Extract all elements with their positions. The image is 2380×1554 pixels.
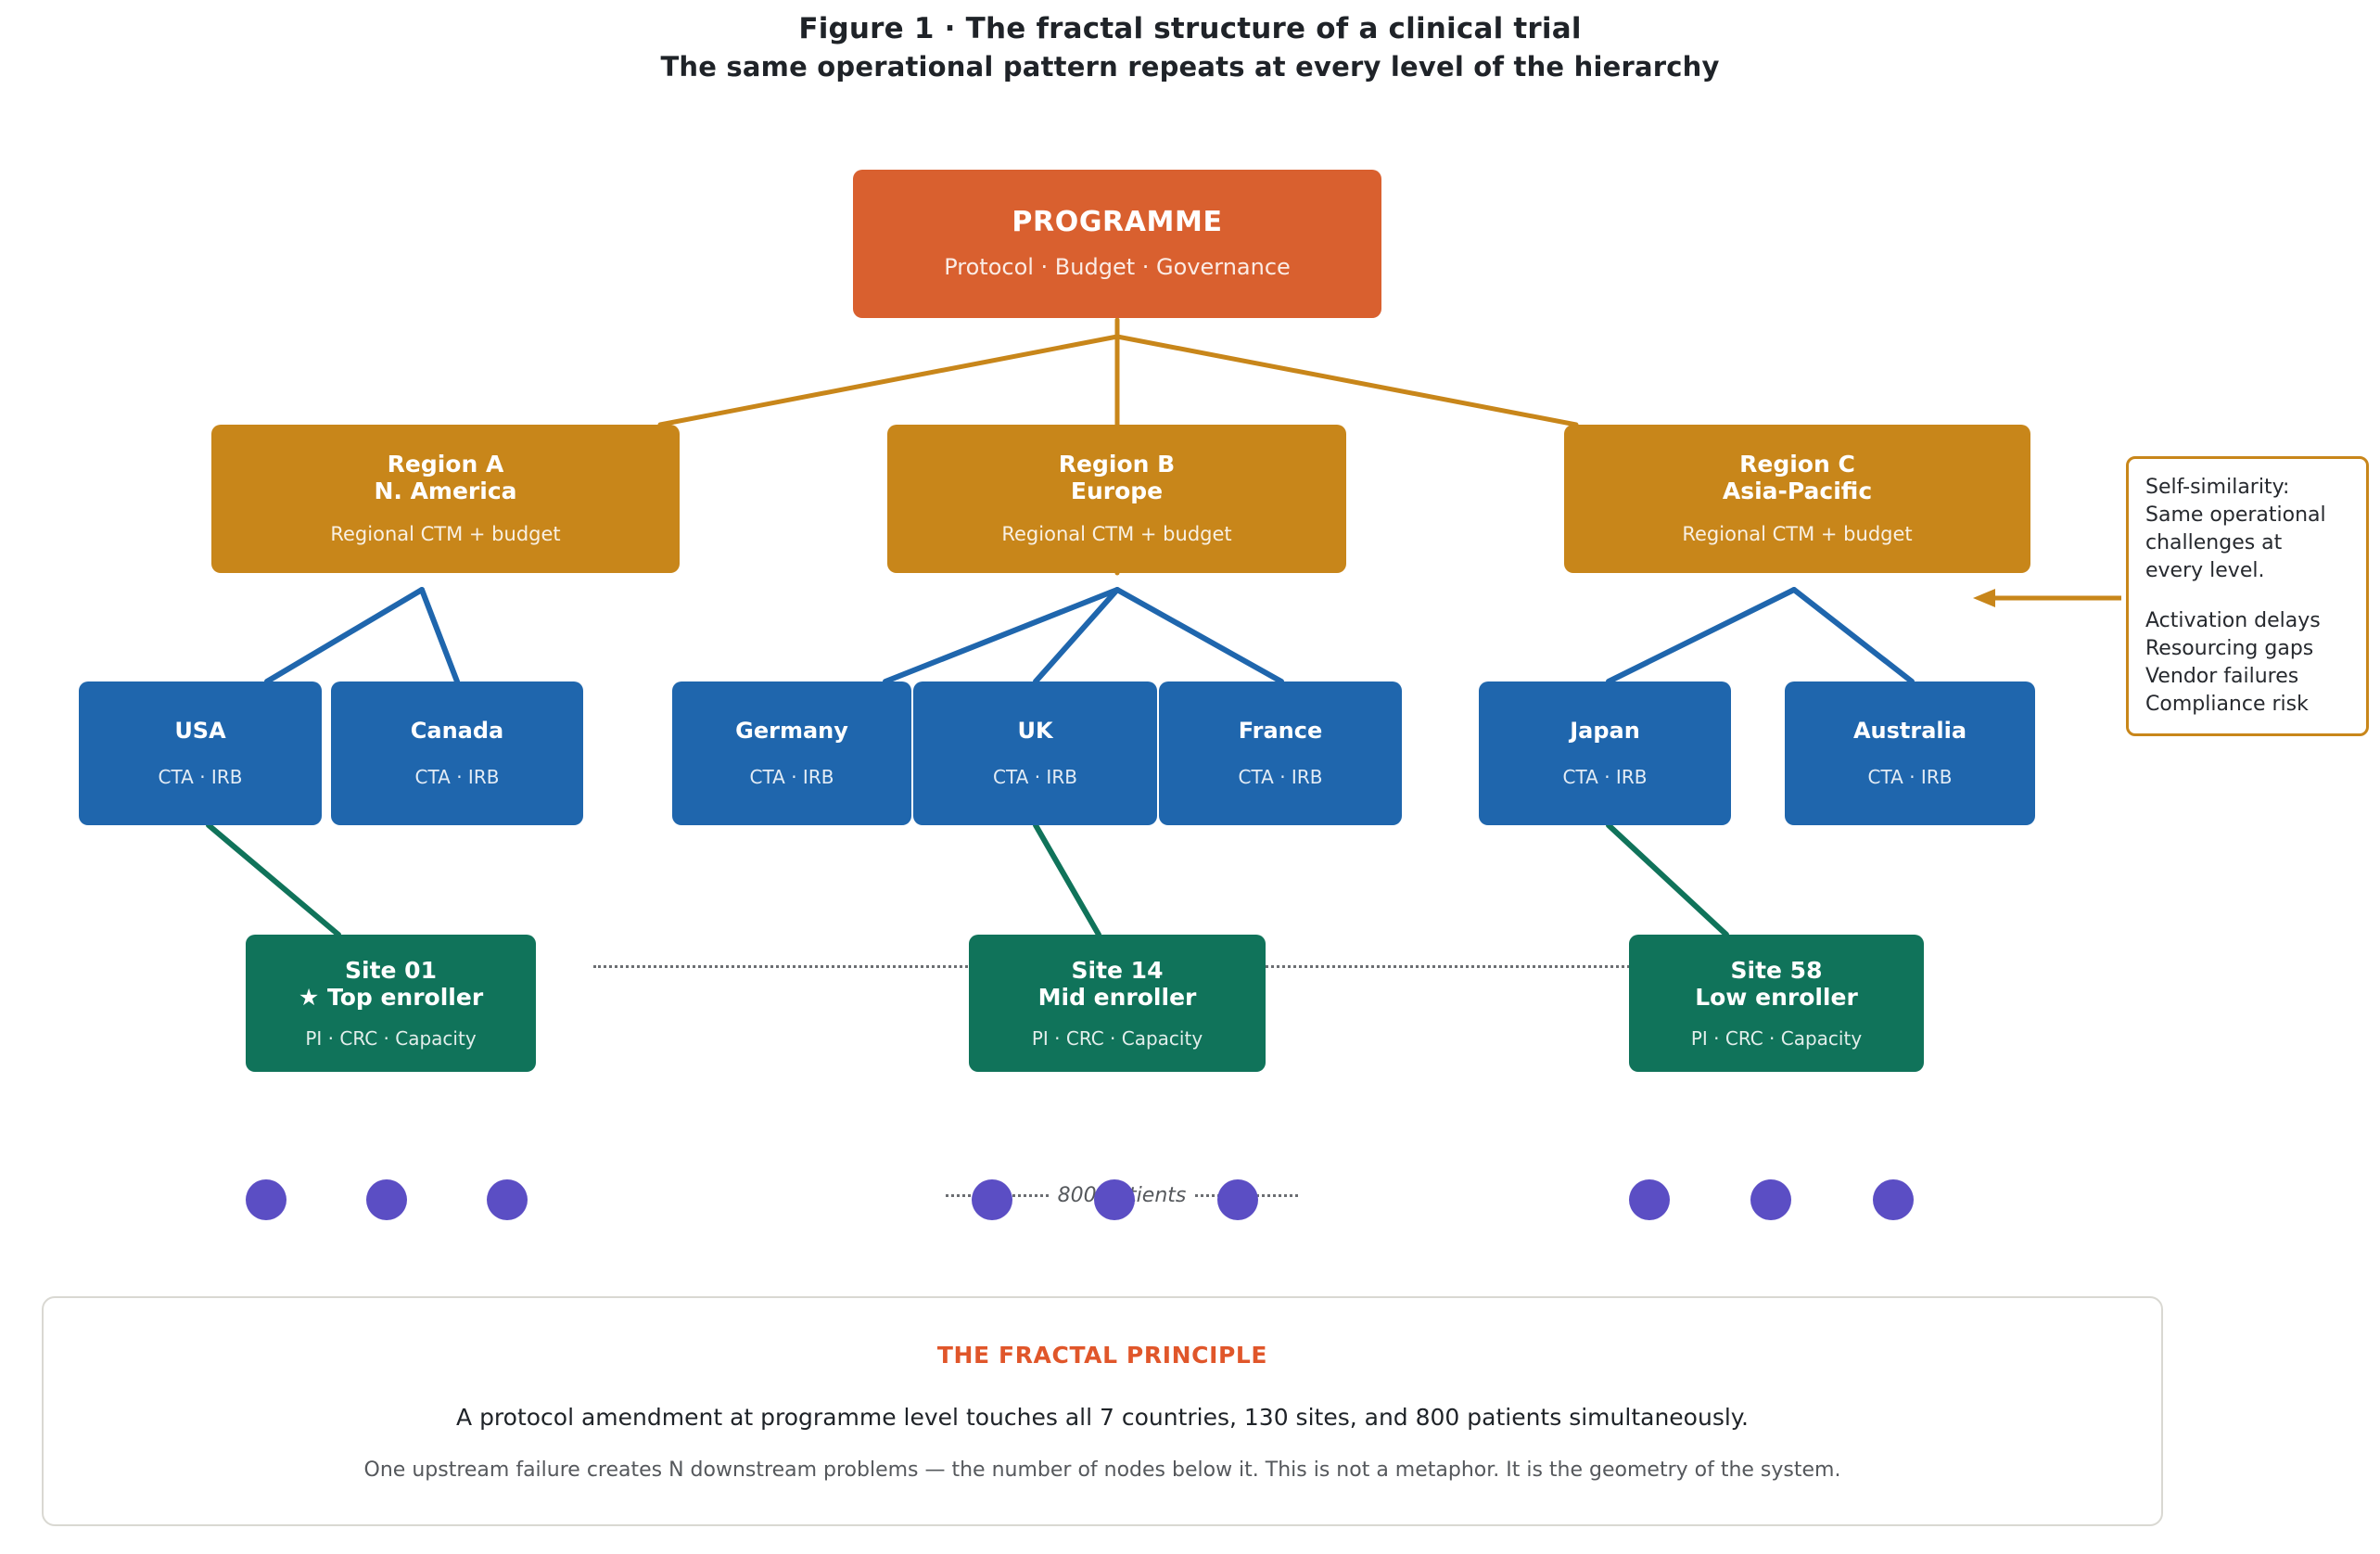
annotation-line4: every level. <box>2145 559 2265 582</box>
fractal-principle-heading: THE FRACTAL PRINCIPLE <box>936 1341 1268 1369</box>
node-country-uk[interactable]: UK CTA · IRB <box>913 681 1157 825</box>
region-c-line2: Asia-Pacific <box>1722 478 1873 505</box>
patient-dot <box>1629 1179 1670 1220</box>
node-country-germany[interactable]: Germany CTA · IRB <box>672 681 911 825</box>
node-country-canada[interactable]: Canada CTA · IRB <box>331 681 583 825</box>
patient-dot <box>1750 1179 1791 1220</box>
country-uk-subtitle: CTA · IRB <box>993 766 1077 789</box>
country-germany-subtitle: CTA · IRB <box>749 766 834 789</box>
annotation-item-vendor-failures: Vendor failures <box>2145 665 2299 688</box>
annotation-item-activation-delays: Activation delays <box>2145 609 2321 632</box>
fractal-principle-main: A protocol amendment at programme level … <box>456 1403 1749 1431</box>
links-countries-to-sites <box>206 822 1729 937</box>
country-uk-name: UK <box>1017 717 1053 744</box>
annotation-item-resourcing-gaps: Resourcing gaps <box>2145 637 2314 660</box>
patient-dot <box>487 1179 528 1220</box>
programme-title: PROGRAMME <box>1012 206 1223 239</box>
site-01-line1: Site 01 <box>345 957 437 984</box>
site-14-line2: Mid enroller <box>1037 984 1197 1011</box>
region-a-subtitle: Regional CTM + budget <box>330 523 561 546</box>
site-58-line1: Site 58 <box>1730 957 1823 984</box>
region-c-line1: Region C <box>1739 451 1855 478</box>
country-usa-name: USA <box>174 717 226 744</box>
patient-dot <box>246 1179 286 1220</box>
site-01-line2: ★ Top enroller <box>298 984 484 1011</box>
site-01-subtitle: PI · CRC · Capacity <box>305 1027 477 1050</box>
node-region-c[interactable]: Region C Asia-Pacific Regional CTM + bud… <box>1564 425 2030 573</box>
scale-dots-right <box>1199 965 1642 968</box>
country-france-subtitle: CTA · IRB <box>1238 766 1323 789</box>
annotation-item-compliance-risk: Compliance risk <box>2145 693 2309 716</box>
node-country-australia[interactable]: Australia CTA · IRB <box>1785 681 2035 825</box>
region-c-subtitle: Regional CTM + budget <box>1682 523 1913 546</box>
site-58-subtitle: PI · CRC · Capacity <box>1690 1027 1863 1050</box>
node-site-01[interactable]: Site 01 ★ Top enroller PI · CRC · Capaci… <box>246 935 536 1072</box>
patient-dot <box>1217 1179 1258 1220</box>
annotation-line2: Same operational <box>2145 503 2326 527</box>
region-a-line2: N. America <box>374 478 517 505</box>
country-japan-name: Japan <box>1570 717 1640 744</box>
country-canada-subtitle: CTA · IRB <box>414 766 500 789</box>
region-b-subtitle: Regional CTM + budget <box>1001 523 1232 546</box>
node-site-58[interactable]: Site 58 Low enroller PI · CRC · Capacity <box>1629 935 1924 1072</box>
site-14-subtitle: PI · CRC · Capacity <box>1031 1027 1203 1050</box>
country-canada-name: Canada <box>410 717 504 744</box>
node-country-france[interactable]: France CTA · IRB <box>1159 681 1402 825</box>
country-france-name: France <box>1238 717 1323 744</box>
annotation-line3: challenges at <box>2145 531 2283 554</box>
patient-dot <box>1873 1179 1914 1220</box>
figure-title-line2: The same operational pattern repeats at … <box>660 51 1720 83</box>
fractal-principle-sub: One upstream failure creates N downstrea… <box>363 1458 1841 1482</box>
figure-title: Figure 1 · The fractal structure of a cl… <box>0 9 2380 85</box>
patient-dot <box>972 1179 1012 1220</box>
region-a-line1: Region A <box>387 451 504 478</box>
annotation-self-similarity: Self-similarity: Same operational challe… <box>2126 456 2369 736</box>
region-b-line2: Europe <box>1070 478 1164 505</box>
programme-subtitle: Protocol · Budget · Governance <box>944 254 1291 280</box>
site-58-line2: Low enroller <box>1695 984 1858 1011</box>
node-region-b[interactable]: Region B Europe Regional CTM + budget <box>887 425 1346 573</box>
node-programme[interactable]: PROGRAMME Protocol · Budget · Governance <box>853 170 1381 318</box>
annotation-arrow <box>1973 589 2121 607</box>
patient-dot <box>1094 1179 1135 1220</box>
node-country-usa[interactable]: USA CTA · IRB <box>79 681 322 825</box>
links-regionB-to-countries <box>883 587 1284 684</box>
node-site-14[interactable]: Site 14 Mid enroller PI · CRC · Capacity <box>969 935 1266 1072</box>
country-germany-name: Germany <box>735 717 848 744</box>
links-regionA-to-countries <box>264 587 460 684</box>
country-japan-subtitle: CTA · IRB <box>1562 766 1648 789</box>
node-country-japan[interactable]: Japan CTA · IRB <box>1479 681 1731 825</box>
country-australia-name: Australia <box>1852 717 1967 744</box>
annotation-line1: Self-similarity: <box>2145 476 2290 499</box>
country-australia-subtitle: CTA · IRB <box>1867 766 1953 789</box>
scale-dots-left <box>593 965 1036 968</box>
region-b-line1: Region B <box>1058 451 1176 478</box>
node-region-a[interactable]: Region A N. America Regional CTM + budge… <box>211 425 680 573</box>
figure-title-line1: Figure 1 · The fractal structure of a cl… <box>798 12 1582 45</box>
patient-dot <box>366 1179 407 1220</box>
links-regionC-to-countries <box>1606 587 1915 684</box>
site-14-line1: Site 14 <box>1071 957 1164 984</box>
country-usa-subtitle: CTA · IRB <box>158 766 243 789</box>
annotation-spacer <box>2145 585 2351 607</box>
fractal-principle-panel: THE FRACTAL PRINCIPLE A protocol amendme… <box>42 1296 2163 1526</box>
